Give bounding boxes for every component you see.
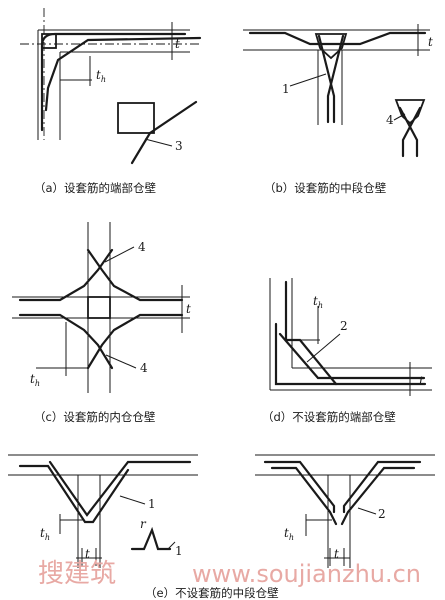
panel-c-label-4-bottom: 4	[140, 361, 148, 375]
watermark-url: www.soujianzhu.cn	[192, 560, 421, 588]
svg-text:th: th	[96, 68, 106, 84]
caption-e: （e）不设套筋的中段仓壁	[145, 586, 279, 600]
svg-text:th: th	[284, 526, 294, 542]
panel-b-t-label: t	[428, 35, 433, 49]
panel-c-label-4-top: 4	[138, 240, 146, 254]
panel-d-th-label: th	[313, 294, 323, 310]
panel-e-right-label-2: 2	[378, 507, 386, 521]
panel-c	[12, 222, 190, 393]
caption-c: （c）设套筋的内仓仓壁	[34, 410, 155, 424]
svg-text:th: th	[40, 526, 50, 542]
panel-b-label-1: 1	[282, 82, 290, 96]
panel-b	[243, 24, 430, 158]
panel-e-left-t-label: t	[85, 547, 90, 561]
panel-e-right	[255, 454, 435, 568]
watermark-cn: 搜建筑	[38, 559, 116, 589]
panel-e-left	[8, 454, 198, 568]
panel-a-t-label: t	[175, 37, 180, 51]
panel-e-left-th-label: th	[40, 526, 50, 542]
panel-b-label-4: 4	[386, 113, 394, 127]
panel-c-t-label: t	[186, 302, 191, 316]
panel-e-left-r-label: r	[140, 517, 147, 531]
panel-d-t-label: t	[419, 374, 424, 388]
panel-e-right-th-label: th	[284, 526, 294, 542]
panel-d-label-2: 2	[340, 319, 348, 333]
panel-a-th-label: th	[96, 68, 106, 84]
panel-e-left-label-1: 1	[148, 497, 156, 511]
caption-a: （a）设套筋的端部仓壁	[34, 181, 156, 195]
caption-b: （b）设套筋的中段仓壁	[264, 181, 386, 195]
caption-d: （d）不设套筋的端部仓壁	[262, 410, 396, 424]
panel-a-label-3: 3	[175, 139, 183, 153]
panel-e-right-t-label: t	[334, 547, 339, 561]
panel-a	[20, 8, 202, 165]
panel-d	[269, 278, 432, 396]
panel-c-th-label: th	[30, 372, 40, 388]
panel-e-left-detail-label-1: 1	[175, 544, 183, 558]
svg-text:th: th	[30, 372, 40, 388]
svg-text:th: th	[313, 294, 323, 310]
